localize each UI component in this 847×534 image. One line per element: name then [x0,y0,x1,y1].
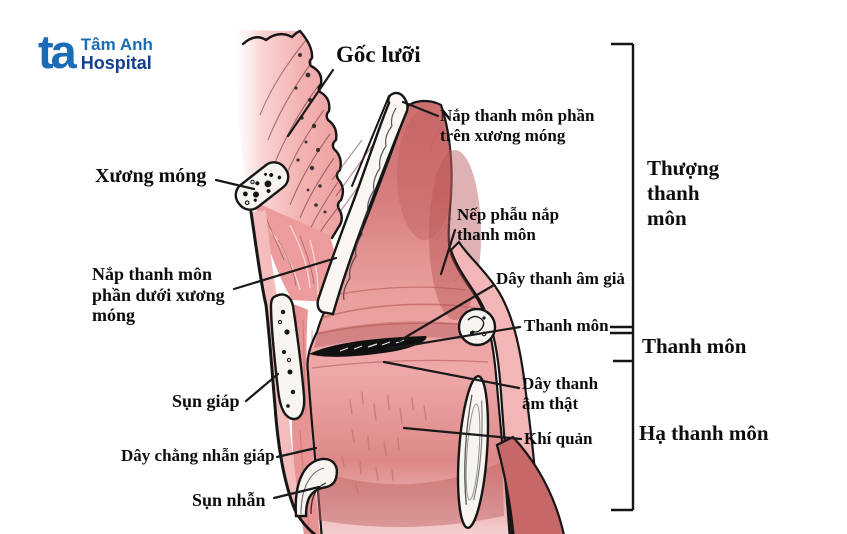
label-nap-thanh-mon-duoi: Nắp thanh môn phần dưới xương móng [92,264,225,326]
label-xuong-mong: Xương móng [95,165,207,187]
region-label-ha-thanh-mon: Hạ thanh môn [639,421,769,445]
logo-monogram-icon: ta [38,25,77,78]
logo-name: Tâm Anh [80,35,153,55]
label-sun-nhan: Sụn nhẫn [192,490,266,510]
glottis-slit [309,336,427,357]
arytenoid-cartilage-illustration [457,307,497,347]
label-sun-giap: Sụn giáp [172,391,240,411]
thyroid-cartilage-illustration [269,293,306,421]
segment-bracket [610,42,635,512]
label-day-thanh-am-gia: Dây thanh âm giả [496,269,625,288]
hyoid-bone-illustration [234,161,290,211]
tam-anh-hospital-logo: ta Tâm Anh Hospital [38,28,153,75]
leader-lines [214,68,523,500]
region-label-thanh-mon: Thanh môn [642,334,747,358]
cricoid-lamina-illustration [456,374,490,530]
label-day-chang-nhan-giap: Dây chằng nhẫn giáp [121,446,275,465]
label-khi-quan: Khí quản [524,429,593,448]
pre-epiglottic-space-illustration [256,202,335,302]
label-nep-phau-nap: Nếp phẫu nắp thanh môn [457,205,560,244]
epiglottis-illustration [316,91,409,316]
logo-text: Tâm Anh Hospital [81,30,153,73]
label-thanh-mon-pointer: Thanh môn [524,316,609,335]
logo-type: Hospital [80,52,152,73]
label-nap-thanh-mon-tren: Nắp thanh môn phần trên xương móng [440,106,595,145]
label-goc-luoi: Gốc lưỡi [336,42,421,67]
region-label-thuong-thanh-mon: Thượng thanh môn [647,156,720,230]
label-day-thanh-am-that: Dây thanh âm thật [522,374,599,413]
